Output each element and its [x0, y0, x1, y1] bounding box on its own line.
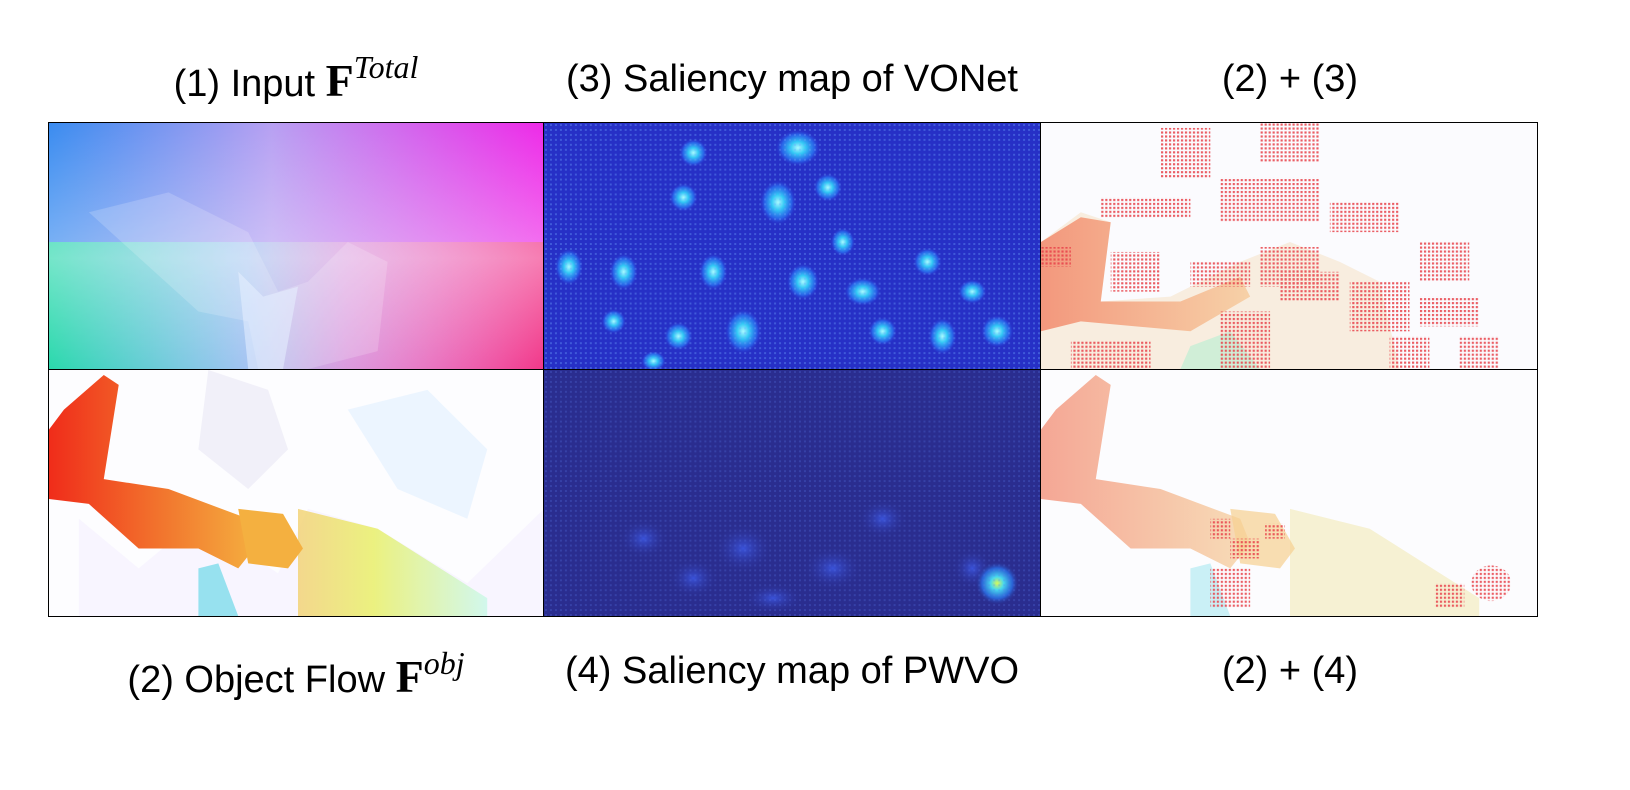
object-flow-image — [49, 370, 544, 616]
panel-saliency-vonet — [543, 122, 1042, 370]
caption-object-prefix: (2) Object Flow — [127, 659, 396, 701]
panel-overlay-2-3 — [1040, 122, 1538, 370]
caption-overlay-2-4: (2) + (4) — [1221, 650, 1359, 692]
panel-overlay-2-4 — [1040, 369, 1538, 617]
caption-input-prefix: (1) Input — [173, 63, 326, 105]
caption-saliency-vonet: (3) Saliency map of VONet — [566, 58, 1018, 100]
caption-object-symbol: F — [395, 651, 424, 702]
panel-object-flow — [48, 369, 545, 617]
panel-saliency-pwvo — [543, 369, 1042, 617]
caption-input-superscript: Total — [353, 49, 419, 85]
saliency-vonet-image — [544, 123, 1041, 369]
overlay-2-3-image — [1041, 123, 1537, 369]
panel-input-total-flow — [48, 122, 545, 370]
saliency-pwvo-image — [544, 370, 1041, 616]
caption-object-superscript: obj — [423, 645, 465, 681]
caption-input-symbol: F — [325, 55, 354, 106]
caption-object-flow: (2) Object Flow Fobj — [127, 647, 464, 702]
caption-saliency-pwvo: (4) Saliency map of PWVO — [564, 650, 1020, 692]
input-flow-image — [49, 123, 544, 369]
caption-overlay-2-3: (2) + (3) — [1221, 58, 1359, 100]
caption-input-flow: (1) Input FTotal — [173, 51, 419, 106]
overlay-2-4-image — [1041, 370, 1537, 616]
